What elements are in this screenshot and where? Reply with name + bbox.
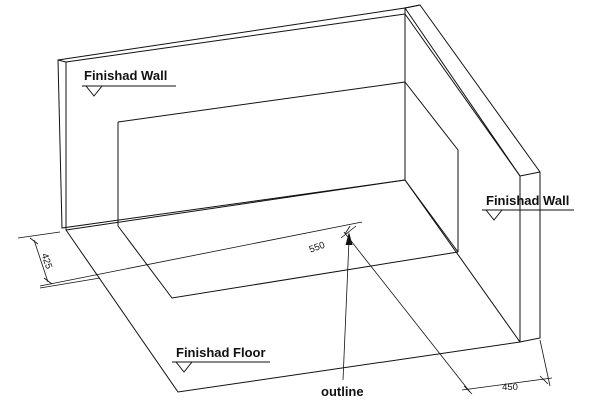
label-outline-text: outline (321, 384, 364, 399)
dimension-425 (17, 231, 101, 289)
right-wall (404, 4, 541, 343)
right-wall-opening (404, 81, 459, 253)
label-floor: Finishad Floor (172, 345, 270, 373)
label-wall-left-text: Finishad Wall (84, 68, 167, 83)
back-wall-opening (117, 81, 406, 226)
label-wall-left: Finishad Wall (82, 68, 176, 97)
dimension-450 (461, 339, 553, 395)
floor-outline (65, 179, 521, 393)
dimension-425-label: 425 (39, 252, 54, 270)
back-wall (57, 4, 421, 230)
dimension-450-label: 450 (502, 382, 518, 393)
dimension-550-label: 550 (308, 240, 327, 256)
arrowhead-icon (345, 232, 353, 245)
label-floor-text: Finishad Floor (176, 345, 266, 360)
dimension-550 (39, 221, 471, 393)
label-wall-right-text: Finishad Wall (486, 193, 569, 208)
outline-leader (342, 232, 353, 381)
label-wall-right: Finishad Wall (482, 193, 574, 221)
